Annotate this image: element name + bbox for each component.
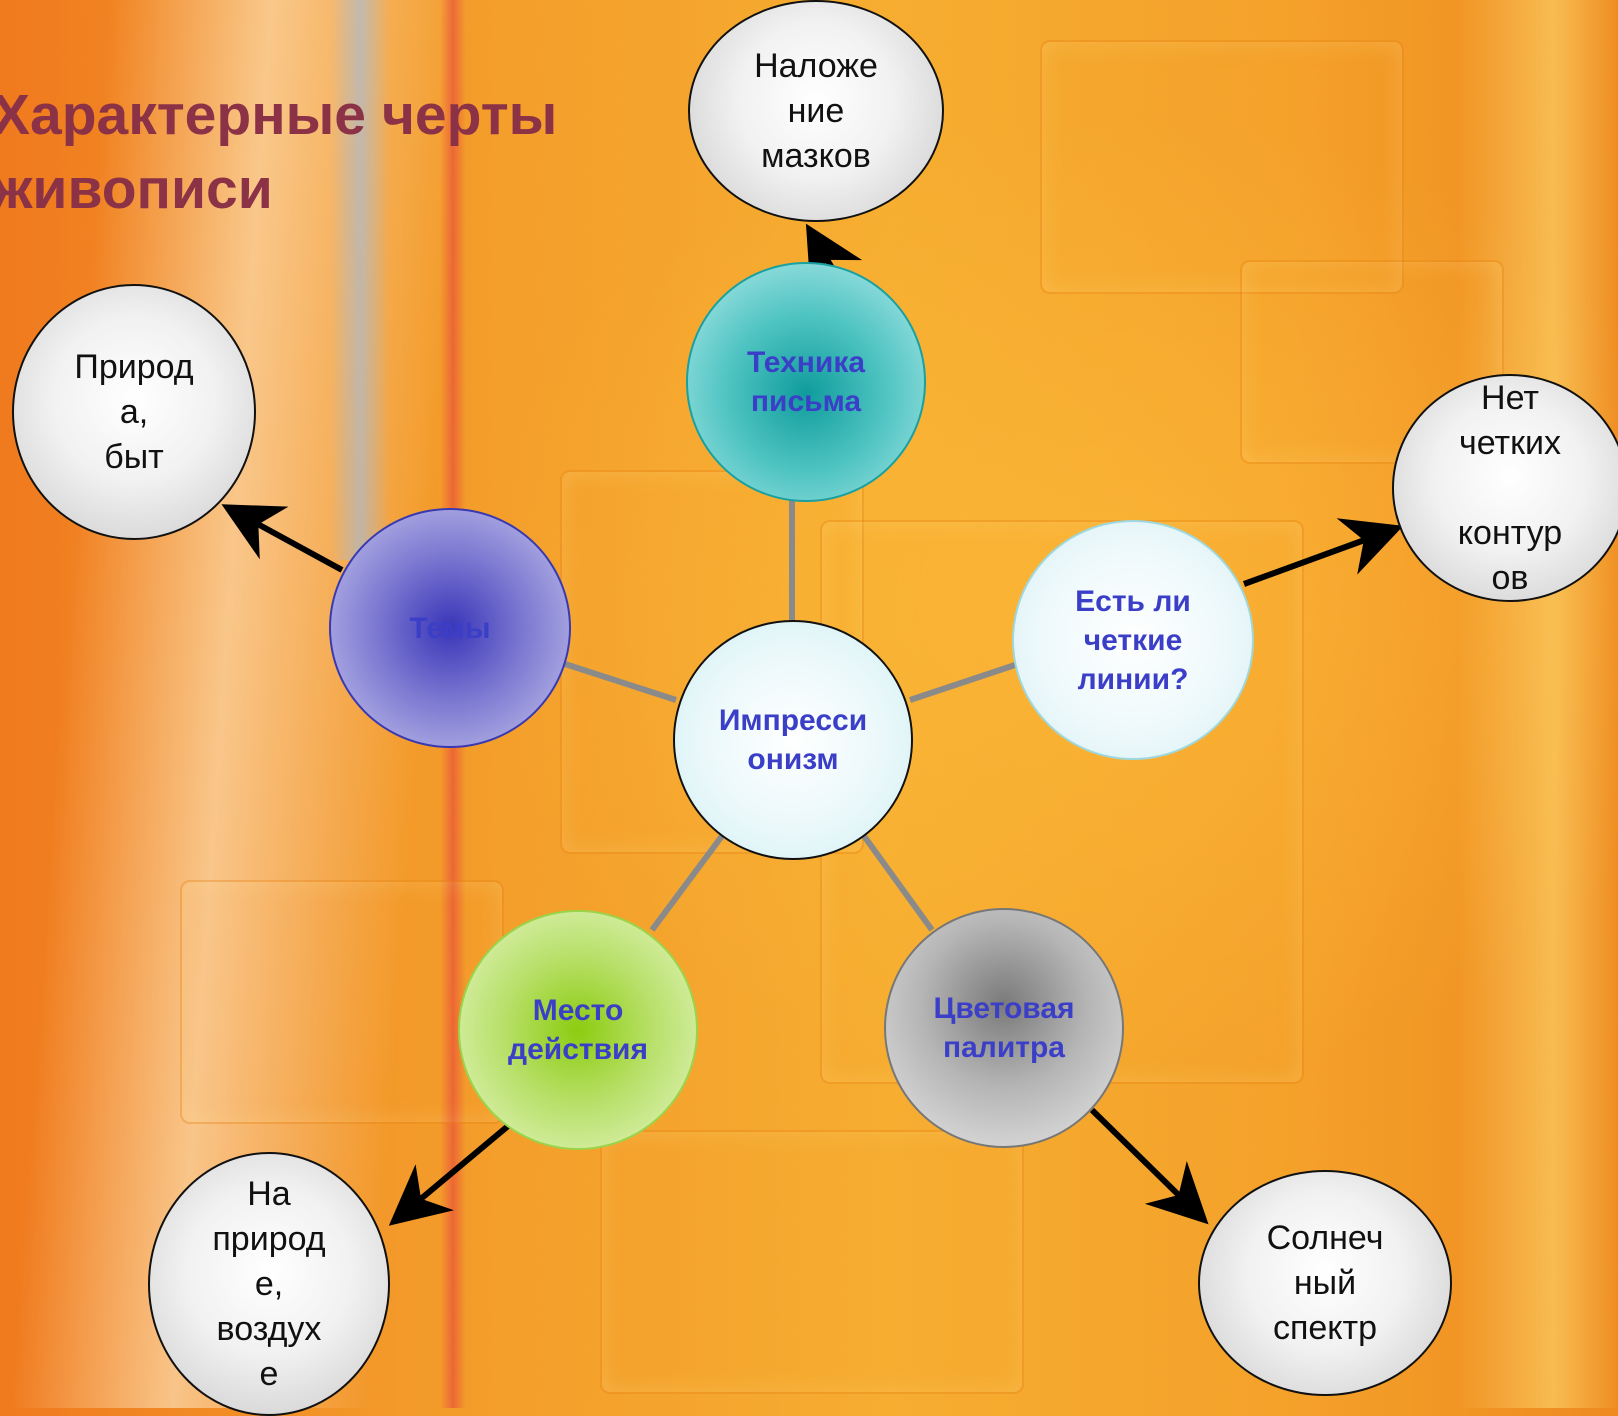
connector-center-lines: [909, 662, 1016, 703]
arrow-palette: [1089, 1107, 1209, 1225]
leaf-solar-spectrum-label: Солнеч ный спектр: [1266, 1218, 1384, 1347]
node-clear-lines: Есть ли четкие линии?: [1012, 520, 1254, 760]
leaf-brushstrokes: Наложе ние мазков: [688, 0, 944, 222]
leaf-solar-spectrum: Солнеч ный спектр: [1198, 1170, 1452, 1396]
slide-title: Характерные черты живописи: [0, 78, 672, 226]
node-themes: Темы: [329, 508, 571, 748]
arrow-place: [388, 1123, 510, 1226]
leaf-no-contours-label: Нет четких контур ов: [1457, 378, 1563, 597]
node-palette: Цветовая палитра: [884, 908, 1124, 1148]
connector-center-place: [649, 834, 725, 932]
node-technique-label: Техника письма: [746, 346, 866, 418]
node-themes-label: Темы: [409, 611, 491, 645]
connector-center-themes: [561, 660, 677, 703]
node-palette-label: Цветовая палитра: [933, 992, 1075, 1064]
leaf-brushstrokes-label: Наложе ние мазков: [754, 46, 878, 175]
leaf-nature-life: Природ а, быт: [12, 284, 256, 540]
title-line-2: живописи: [0, 157, 273, 221]
arrow-lines: [1242, 518, 1404, 587]
arrow-technique: [805, 223, 863, 291]
arrow-themes: [221, 504, 344, 573]
leaf-outdoors-label: На природ е, воздух е: [212, 1174, 326, 1393]
node-impressionism-label: Импресси онизм: [718, 704, 868, 776]
node-technique: Техника письма: [686, 262, 926, 502]
node-place: Место действия: [458, 910, 698, 1150]
node-clear-lines-label: Есть ли четкие линии?: [1075, 584, 1191, 696]
node-place-label: Место действия: [508, 994, 648, 1066]
leaf-nature-life-label: Природ а, быт: [74, 347, 194, 476]
node-impressionism: Импресси онизм: [673, 620, 913, 860]
title-line-1: Характерные черты: [0, 83, 558, 147]
leaf-no-contours: Нет четких контур ов: [1392, 374, 1618, 602]
leaf-outdoors: На природ е, воздух е: [148, 1152, 390, 1416]
connector-center-palette: [861, 834, 935, 932]
